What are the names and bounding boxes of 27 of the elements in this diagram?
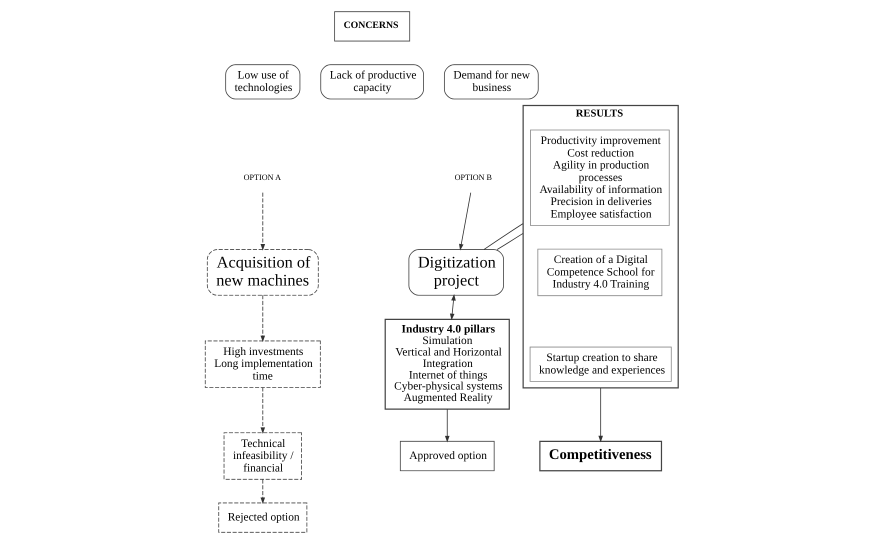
- node-box: Lack of productive capacity: [320, 64, 424, 100]
- node-box: Rejected option: [218, 502, 307, 533]
- node-box: Productivity improvement Cost reduction Agility in production processes Availability of information Precision in deliveries Employee satisfaction: [530, 130, 670, 226]
- arrow: [260, 294, 265, 342]
- node-box: Creation of a Digital Competence School for Industry 4.0 Training: [536, 248, 662, 296]
- connector: [496, 232, 524, 250]
- node-box: Low use of technologies: [224, 64, 300, 100]
- arrow: [444, 408, 450, 442]
- node-box: Technical infeasibility / financial: [223, 432, 302, 480]
- node-text: OPTION B: [454, 172, 492, 182]
- node-box: Approved option: [399, 440, 494, 472]
- node-box: Demand for new business: [443, 64, 538, 100]
- arrow: [260, 479, 265, 504]
- arrow: [458, 192, 471, 251]
- node-box: Startup creation to share knowledge and experiences: [529, 346, 672, 382]
- node-box: Acquisition of new machines: [206, 249, 318, 296]
- arrow: [260, 387, 265, 434]
- node-text: OPTION A: [243, 172, 281, 182]
- connector: [483, 223, 524, 250]
- node-box: CONCERNS: [334, 11, 410, 42]
- node-box: Competitiveness: [538, 440, 662, 472]
- arrow: [598, 387, 602, 442]
- arrow: [260, 192, 265, 251]
- node-box: Industry 4.0 pillars Simulation Vertical and Horizontal Integration Internet of things Cyber-physical systems Augmented Reality: [384, 318, 510, 410]
- arrow: [449, 294, 456, 320]
- node-box: High investments Long implementation time: [204, 340, 320, 388]
- node-box: Digitization project: [408, 249, 504, 296]
